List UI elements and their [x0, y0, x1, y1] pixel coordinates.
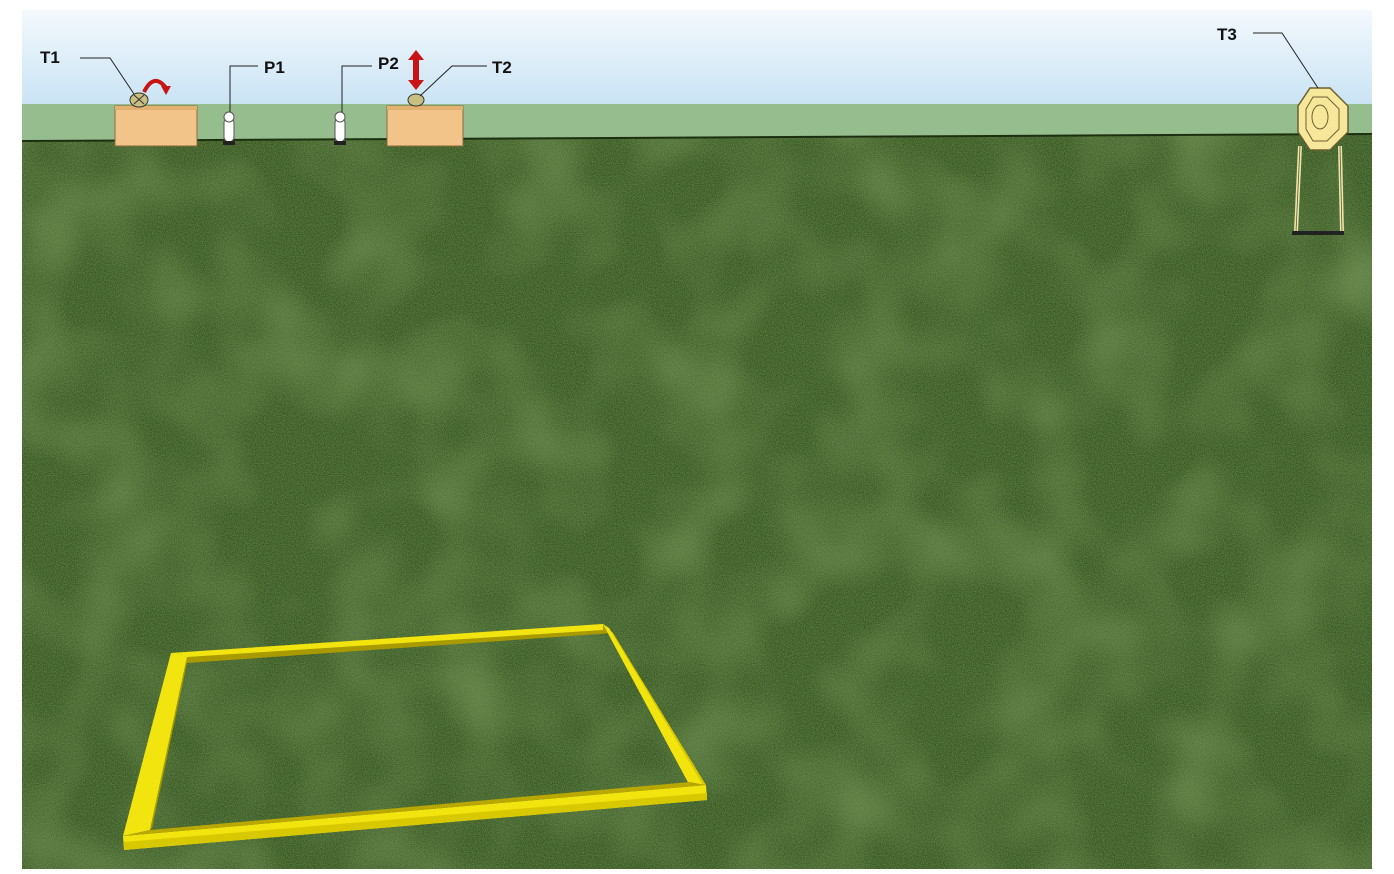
popper-p1 [223, 112, 235, 145]
label-p2: P2 [378, 54, 399, 73]
sky [22, 10, 1372, 106]
barricade-left [115, 106, 197, 146]
label-t1: T1 [40, 48, 60, 67]
target-t2 [408, 94, 424, 106]
barricade-right [387, 106, 463, 146]
target-t1 [130, 93, 148, 107]
label-t2: T2 [492, 58, 512, 77]
label-p1: P1 [264, 58, 285, 77]
popper-p2 [334, 112, 346, 145]
label-t3: T3 [1217, 25, 1237, 44]
